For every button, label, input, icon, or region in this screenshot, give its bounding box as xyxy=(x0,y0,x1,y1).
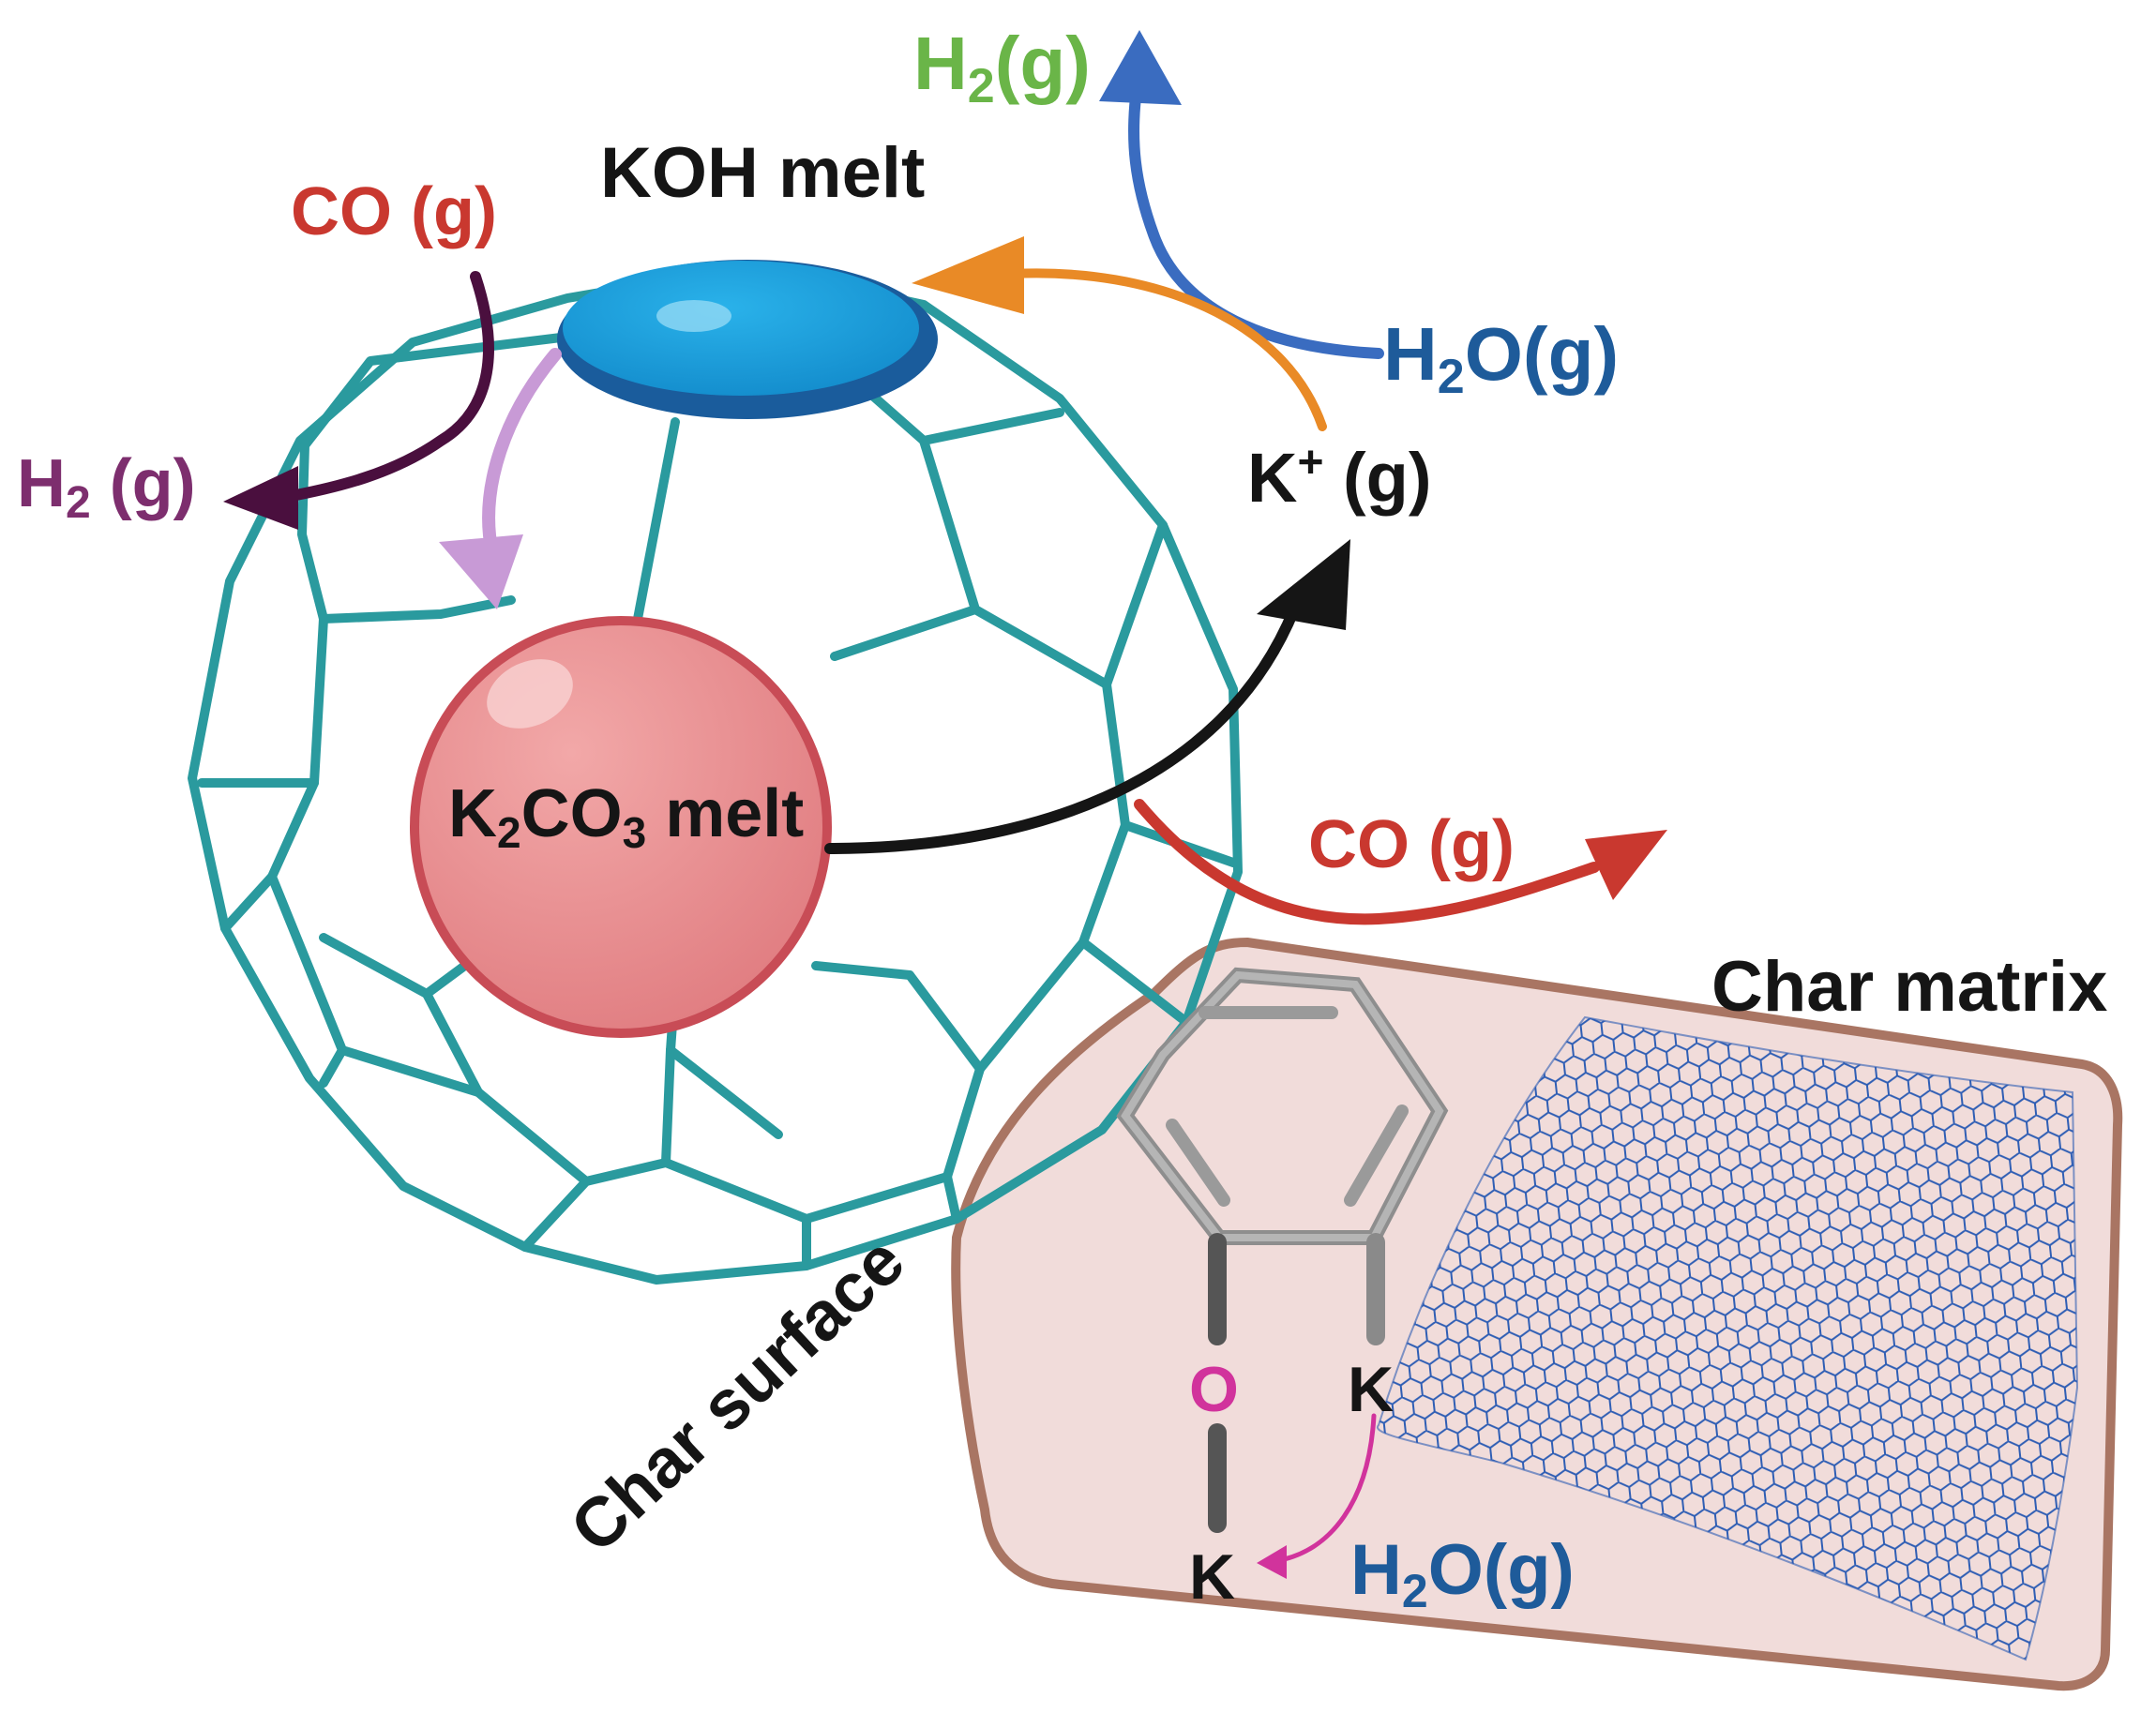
k2co3-melt-sphere xyxy=(410,616,832,1038)
graphene-mesh xyxy=(1376,1015,2079,1661)
koh-melt-blob xyxy=(557,260,938,419)
label-koh-melt: KOH melt xyxy=(600,133,925,213)
arrow-k2co3-to-k xyxy=(824,539,1350,854)
arrow-k-to-k-bottom xyxy=(1257,1413,1377,1579)
label-h2-left: H2 (g) xyxy=(17,446,196,528)
label-k-plus: K+ (g) xyxy=(1247,438,1432,517)
arrow-k-to-koh xyxy=(912,236,1327,431)
char-matrix-block xyxy=(951,938,2123,1691)
label-k2co3-melt: K2CO3 melt xyxy=(448,776,804,857)
atom-k-bottom: K xyxy=(1189,1541,1235,1613)
label-char-matrix: Char matrix xyxy=(1711,947,2107,1027)
label-co-top: CO (g) xyxy=(291,174,497,249)
label-h2o-bottom: H2O(g) xyxy=(1350,1530,1575,1617)
atom-k-right: K xyxy=(1348,1354,1394,1425)
fullerene-cage xyxy=(188,263,1243,1285)
arrow-h2o-to-h2 xyxy=(1099,30,1384,359)
atom-o: O xyxy=(1189,1354,1239,1425)
label-h2-top: H2(g) xyxy=(913,22,1091,113)
arrow-co-to-h2-left xyxy=(223,271,494,530)
arrow-co-right xyxy=(1134,799,1667,925)
label-co-right: CO (g) xyxy=(1308,807,1515,882)
label-h2o-top: H2O(g) xyxy=(1383,312,1619,404)
aromatic-ring xyxy=(1116,967,1449,1533)
arrow-koh-to-k2co3 xyxy=(439,348,562,609)
